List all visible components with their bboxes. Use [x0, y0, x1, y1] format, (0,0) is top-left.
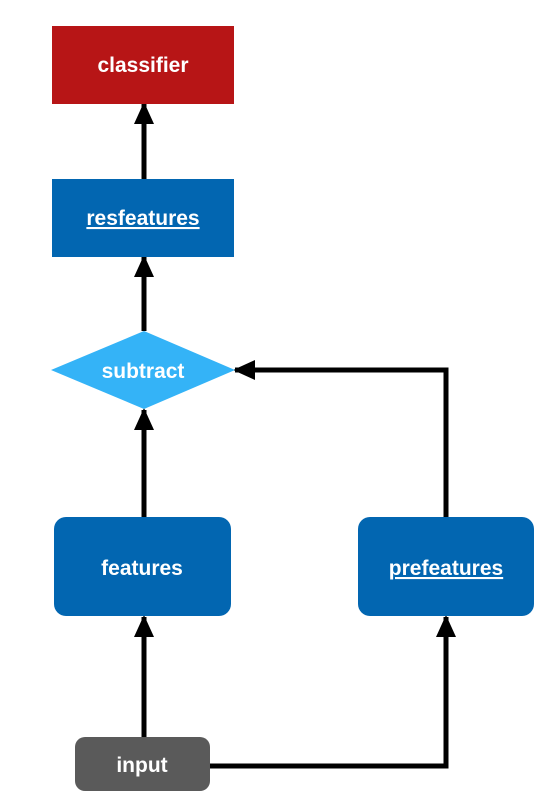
node-features: features [54, 517, 231, 616]
node-subtract-shape [51, 331, 235, 409]
node-resfeatures: resfeatures [52, 179, 234, 257]
edge-prefeatures-subtract [233, 360, 449, 517]
node-classifier-label: classifier [97, 54, 188, 77]
node-prefeatures-label: prefeatures [389, 557, 503, 580]
edges [134, 102, 456, 769]
node-resfeatures-shape [52, 179, 234, 257]
edge-input-prefeatures [210, 615, 456, 769]
node-input-label: input [116, 754, 167, 777]
node-prefeatures: prefeatures [358, 517, 534, 616]
node-features-shape [54, 517, 231, 616]
node-features-label: features [101, 557, 183, 580]
node-input: input [75, 737, 210, 791]
node-subtract: subtract [51, 331, 235, 409]
node-prefeatures-shape [358, 517, 534, 616]
node-resfeatures-label: resfeatures [86, 207, 199, 230]
node-classifier-shape [52, 26, 234, 104]
node-classifier: classifier [52, 26, 234, 104]
node-subtract-label: subtract [102, 360, 185, 383]
node-input-shape [75, 737, 210, 791]
